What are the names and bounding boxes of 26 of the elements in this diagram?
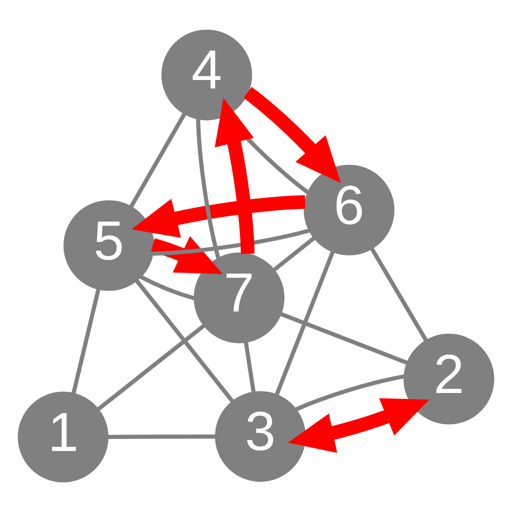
connector	[129, 112, 186, 208]
connector	[108, 434, 216, 439]
connector	[135, 279, 234, 403]
arrow	[131, 195, 306, 238]
connector	[140, 274, 196, 300]
connector	[71, 288, 100, 394]
arrow	[288, 398, 430, 453]
arrow	[214, 98, 255, 254]
connector	[274, 250, 335, 396]
connector	[152, 228, 310, 256]
connector	[295, 374, 405, 412]
node-circle: 1	[18, 392, 108, 482]
connector	[96, 324, 206, 412]
arrow	[150, 236, 223, 274]
arrow	[243, 86, 341, 184]
node-circle: 4	[161, 30, 252, 120]
connector	[196, 118, 220, 259]
connector	[244, 342, 256, 393]
connector	[280, 312, 408, 365]
node-circle: 7	[194, 252, 284, 344]
node-circle: 6	[304, 164, 394, 256]
node-circle: 2	[404, 334, 494, 424]
connector	[272, 236, 316, 272]
node-circle: 5	[63, 200, 154, 291]
node-circle: 3	[215, 391, 306, 482]
connector	[370, 247, 428, 342]
